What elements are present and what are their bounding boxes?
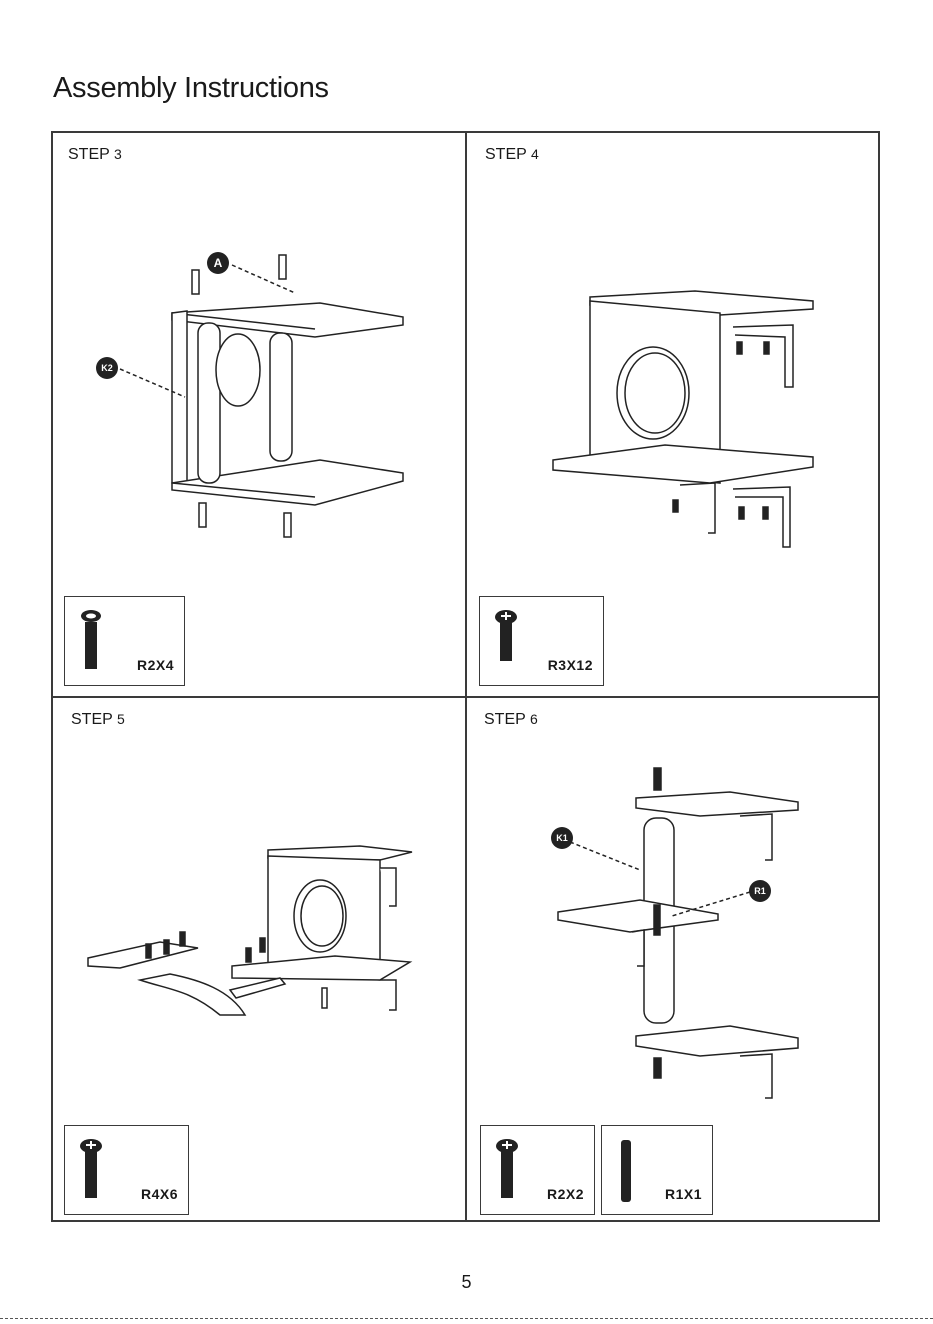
step-number: 5 <box>117 711 125 727</box>
page-number: 5 <box>0 1272 933 1293</box>
step-5-illustration <box>80 840 420 1030</box>
callout-k1: K1 <box>551 827 573 849</box>
grid-divider-vertical <box>465 131 467 1222</box>
part-code: R4X6 <box>141 1186 178 1202</box>
step-label: STEP <box>485 146 527 163</box>
screw-icon <box>495 1138 519 1200</box>
part-code: R3X12 <box>548 657 593 673</box>
step-4-heading: STEP 4 <box>485 146 539 164</box>
step-6-heading: STEP 6 <box>484 711 538 729</box>
step-6-parts-box-rod: R1X1 <box>601 1125 713 1215</box>
part-code: R2X2 <box>547 1186 584 1202</box>
page-title: Assembly Instructions <box>53 72 329 105</box>
screw-icon <box>79 609 103 671</box>
part-code: R2X4 <box>137 657 174 673</box>
part-code: R1X1 <box>665 1186 702 1202</box>
step-4-illustration <box>545 285 820 555</box>
step-label: STEP <box>68 146 110 163</box>
step-6-parts-box-screw: R2X2 <box>480 1125 595 1215</box>
step-number: 4 <box>531 146 539 162</box>
step-3-heading: STEP 3 <box>68 146 122 164</box>
callout-r1: R1 <box>749 880 771 902</box>
callout-a: A <box>207 252 229 274</box>
step-3-parts-box: R2X4 <box>64 596 185 686</box>
step-number: 3 <box>114 146 122 162</box>
step-3-illustration <box>90 245 420 545</box>
step-4-parts-box: R3X12 <box>479 596 604 686</box>
step-label: STEP <box>484 711 526 728</box>
step-number: 6 <box>530 711 538 727</box>
step-5-heading: STEP 5 <box>71 711 125 729</box>
step-5-parts-box: R4X6 <box>64 1125 189 1215</box>
grid-divider-horizontal <box>51 696 880 698</box>
callout-k2: K2 <box>96 357 118 379</box>
threaded-rod-icon <box>616 1138 636 1204</box>
step-6-illustration <box>540 760 820 1105</box>
step-label: STEP <box>71 711 113 728</box>
screw-icon <box>79 1138 103 1200</box>
screw-icon <box>494 609 518 663</box>
page-bottom-dashed-rule <box>0 1318 933 1319</box>
